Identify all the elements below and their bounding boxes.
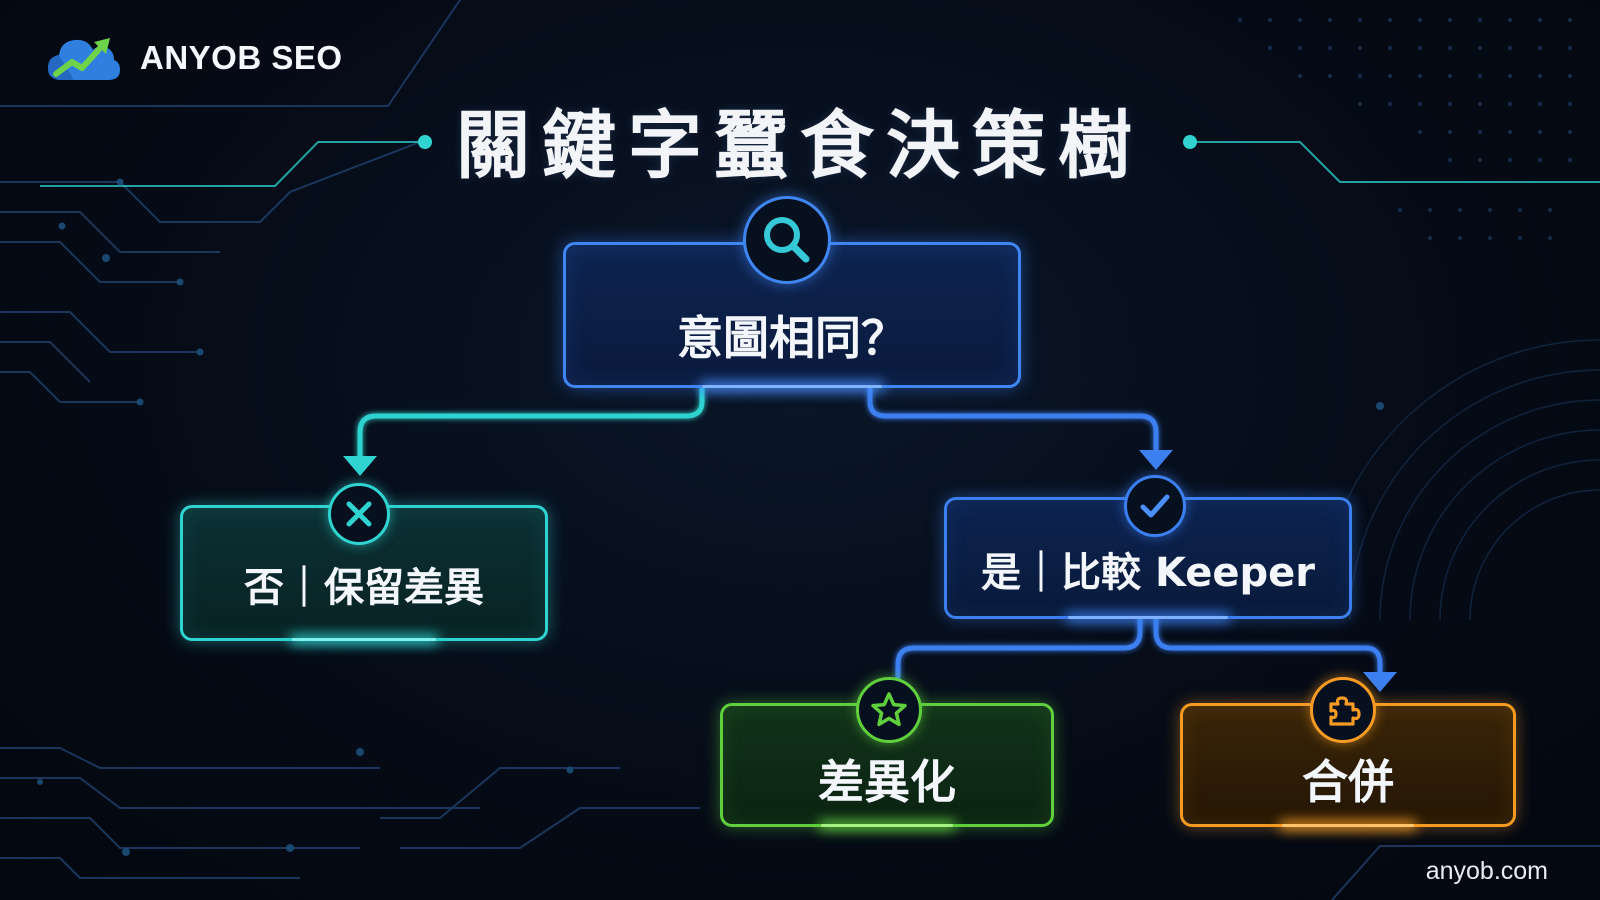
- connector-root-to-yes: [867, 385, 1159, 453]
- puzzle-icon: [1310, 677, 1376, 743]
- footer-url: anyob.com: [1425, 857, 1548, 885]
- node-glow: [1067, 616, 1229, 619]
- brand: ANYOB SEO: [44, 30, 343, 86]
- node-glow: [821, 824, 953, 827]
- connector-yes-to-diff: [895, 616, 1143, 681]
- decision-node-merge-label: 合併: [1302, 755, 1394, 809]
- decision-node-root-label: 意圖相同？: [677, 311, 907, 365]
- decision-node-no-label: 否｜保留差異: [244, 565, 484, 611]
- connector-yes-to-merge: [1153, 616, 1383, 675]
- arrowhead-yes: [1139, 450, 1173, 470]
- decision-node-yes: 是｜比較 Keeper: [944, 497, 1352, 619]
- page-title: 關鍵字蠶食決策樹: [456, 103, 1144, 189]
- node-glow: [701, 385, 883, 388]
- check-icon: [1124, 475, 1186, 537]
- arrowhead-merge: [1363, 672, 1397, 692]
- cloud-growth-arrow-icon: [48, 38, 120, 80]
- close-icon: [328, 483, 390, 545]
- connector-root-to-no: [357, 385, 705, 461]
- decision-node-yes-label: 是｜比較 Keeper: [981, 550, 1315, 596]
- brand-name: ANYOB SEO: [140, 39, 343, 76]
- arrowhead-no: [343, 456, 377, 476]
- decision-node-differentiate-label: 差異化: [818, 755, 956, 809]
- search-icon: [743, 196, 831, 284]
- star-icon: [856, 677, 922, 743]
- node-glow: [1282, 824, 1414, 827]
- node-glow: [291, 638, 437, 641]
